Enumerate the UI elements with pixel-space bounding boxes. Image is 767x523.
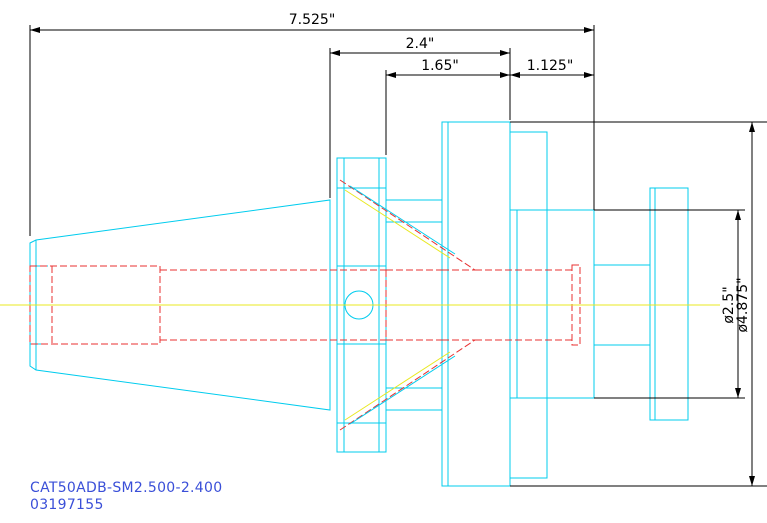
dim-bore-diameter: ø2.5" xyxy=(721,286,737,323)
adapter-body xyxy=(441,121,689,487)
dimension-arrows xyxy=(30,27,755,486)
part-number-label: CAT50ADB-SM2.500-2.400 xyxy=(30,480,223,496)
dim-nose-length: 1.125" xyxy=(527,58,574,74)
serial-number-label: 03197155 xyxy=(30,497,104,513)
coolant-channels xyxy=(344,185,456,425)
dimension-lines xyxy=(29,25,767,487)
dim-taper-gauge: 1.65" xyxy=(421,58,459,74)
dim-overall-length: 7.525" xyxy=(289,12,336,28)
dim-flange-to-face: 2.4" xyxy=(406,36,435,52)
dim-flange-diameter: ø4.875" xyxy=(735,277,751,332)
